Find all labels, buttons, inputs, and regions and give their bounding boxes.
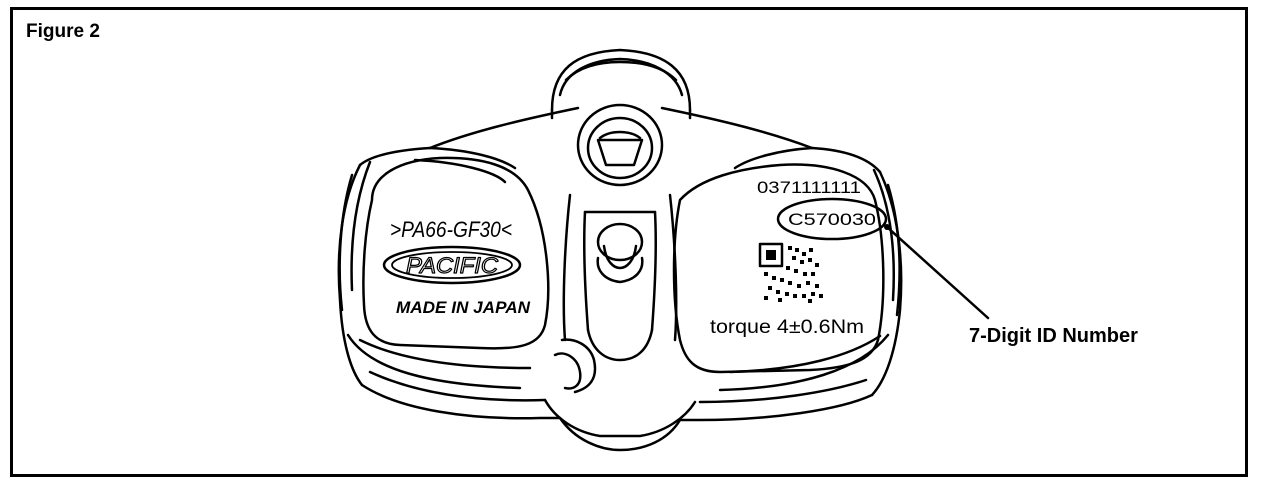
figure-frame: [10, 7, 1248, 477]
origin-text: MADE IN JAPAN: [396, 298, 531, 317]
callout-label: 7-Digit ID Number: [969, 325, 1138, 347]
material-mark: >PA66-GF30<: [390, 217, 512, 242]
left-label-pad: [362, 146, 550, 350]
valve-stem-base: [550, 48, 692, 120]
id-number: C570030: [788, 210, 876, 229]
brand-text: PACIFIC: [406, 253, 498, 278]
pacific-logo: PACIFIC: [382, 245, 522, 285]
figure-title: Figure 2: [26, 21, 100, 42]
right-label-pad: [672, 146, 885, 374]
valve-hole: [576, 103, 664, 187]
center-channel: [553, 193, 678, 394]
torque-spec: torque 4±0.6Nm: [710, 317, 864, 338]
qr-code: [758, 242, 823, 303]
serial-number: 0371111111: [757, 178, 861, 197]
id-number-highlight: C570030: [776, 197, 888, 241]
callout-leader: [884, 224, 990, 320]
